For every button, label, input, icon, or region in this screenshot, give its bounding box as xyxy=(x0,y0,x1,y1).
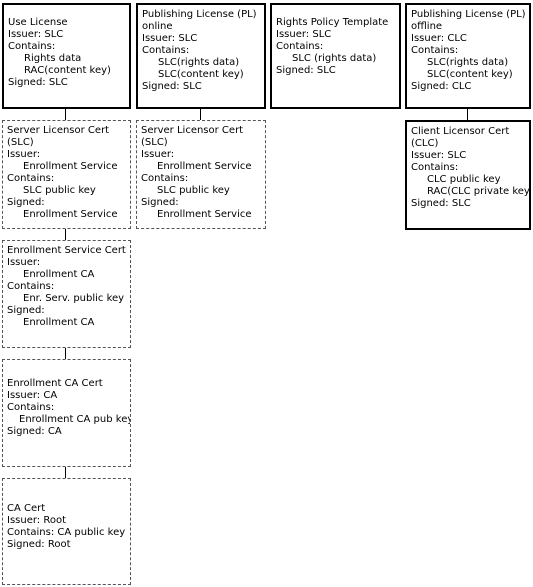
contains-text: Contains: xyxy=(7,281,55,292)
contains-text: Contains: xyxy=(141,173,189,184)
server-licensor-cert-box: Server Licensor Cert (SLC) Issuer: Enrol… xyxy=(2,120,131,229)
contains-text: Contains: xyxy=(276,41,324,52)
contains-item: Rights data xyxy=(24,53,82,64)
box-title: Enrollment CA Cert xyxy=(7,378,103,389)
signed-text: Signed: CLC xyxy=(411,81,472,92)
server-licensor-cert-box: Server Licensor Cert (SLC) Issuer: Enrol… xyxy=(136,120,266,229)
signed-text: Signed: xyxy=(7,305,45,316)
contains-text: Contains: xyxy=(411,45,459,56)
box-title: online xyxy=(142,21,173,32)
connector-enrollment-service-to-enrollment-ca xyxy=(65,348,66,359)
box-title: (SLC) xyxy=(141,137,168,148)
pl-offline-box: Publishing License (PL) offline Issuer: … xyxy=(405,3,531,109)
signed-text: Signed: SLC xyxy=(142,81,202,92)
contains-text: Contains: xyxy=(411,162,459,173)
signed-text: Signed: CA xyxy=(7,426,62,437)
enrollment-service-cert-box: Enrollment Service Cert Issuer: Enrollme… xyxy=(2,240,131,348)
issuer-text: Issuer: xyxy=(141,149,175,160)
issuer-text: Issuer: xyxy=(7,149,41,160)
issuer-text: Issuer: CA xyxy=(7,390,58,401)
contains-item: Enrollment CA pub key xyxy=(19,414,131,425)
signed-text: Signed: SLC xyxy=(411,198,471,209)
issuer-value: Enrollment CA xyxy=(23,269,95,280)
contains-item: SLC public key xyxy=(23,185,96,196)
contains-item: SLC(content key) xyxy=(158,69,244,80)
contains-item: CLC public key xyxy=(427,174,501,185)
contains-item: SLC(rights data) xyxy=(158,57,240,68)
box-title: Rights Policy Template xyxy=(276,17,389,28)
connector-pl-online-to-slc xyxy=(200,109,201,120)
box-title: Enrollment Service Cert xyxy=(7,245,126,256)
connector-use-license-to-slc xyxy=(65,109,66,120)
signed-text: Signed: Root xyxy=(7,539,71,550)
contains-item: SLC (rights data) xyxy=(292,53,377,64)
signed-text: Signed: xyxy=(7,197,45,208)
pl-online-box: Publishing License (PL) online Issuer: S… xyxy=(136,3,266,109)
issuer-text: Issuer: SLC xyxy=(8,29,64,40)
contains-item: RAC(CLC private key) xyxy=(427,186,531,197)
issuer-text: Issuer: xyxy=(7,257,41,268)
contains-item: SLC(rights data) xyxy=(427,57,509,68)
contains-text: Contains: xyxy=(8,41,56,52)
contains-item: SLC public key xyxy=(157,185,230,196)
use-license-box: Use License Issuer: SLC Contains: Rights… xyxy=(2,3,131,109)
contains-text: Contains: xyxy=(7,402,55,413)
issuer-text: Issuer: Root xyxy=(7,515,66,526)
signed-value: Enrollment Service xyxy=(157,209,252,220)
box-title: Server Licensor Cert xyxy=(7,125,110,136)
issuer-value: Enrollment Service xyxy=(23,161,118,172)
box-title: (CLC) xyxy=(411,138,439,149)
contains-text: Contains: CA public key xyxy=(7,527,126,538)
ca-cert-box: CA Cert Issuer: Root Contains: CA public… xyxy=(2,478,131,585)
box-title: Client Licensor Cert xyxy=(411,126,510,137)
connector-enrollment-ca-to-ca xyxy=(65,467,66,478)
contains-item: Enr. Serv. public key xyxy=(23,293,125,304)
contains-item: SLC(content key) xyxy=(427,69,513,80)
issuer-value: Enrollment Service xyxy=(157,161,252,172)
contains-text: Contains: xyxy=(142,45,190,56)
signed-text: Signed: xyxy=(141,197,179,208)
rights-policy-template-box: Rights Policy Template Issuer: SLC Conta… xyxy=(270,3,401,109)
connector-slc-to-enrollment-service xyxy=(65,229,66,240)
signed-value: Enrollment Service xyxy=(23,209,118,220)
client-licensor-cert-box: Client Licensor Cert (CLC) Issuer: SLC C… xyxy=(405,120,531,230)
signed-text: Signed: SLC xyxy=(8,77,68,88)
issuer-text: Issuer: SLC xyxy=(276,29,332,40)
issuer-text: Issuer: SLC xyxy=(142,33,198,44)
issuer-text: Issuer: CLC xyxy=(411,33,467,44)
box-title: Use License xyxy=(8,17,68,28)
box-title: CA Cert xyxy=(7,503,46,514)
box-title: Publishing License (PL) xyxy=(411,9,526,20)
box-title: offline xyxy=(411,21,443,32)
contains-text: Contains: xyxy=(7,173,55,184)
issuer-text: Issuer: SLC xyxy=(411,150,467,161)
contains-item: RAC(content key) xyxy=(24,65,111,76)
signed-text: Signed: SLC xyxy=(276,65,336,76)
signed-value: Enrollment CA xyxy=(23,317,95,328)
box-title: Server Licensor Cert xyxy=(141,125,244,136)
connector-pl-offline-to-clc xyxy=(467,109,468,120)
box-title: (SLC) xyxy=(7,137,34,148)
enrollment-ca-cert-box: Enrollment CA Cert Issuer: CA Contains: … xyxy=(2,359,131,467)
box-title: Publishing License (PL) xyxy=(142,9,257,20)
